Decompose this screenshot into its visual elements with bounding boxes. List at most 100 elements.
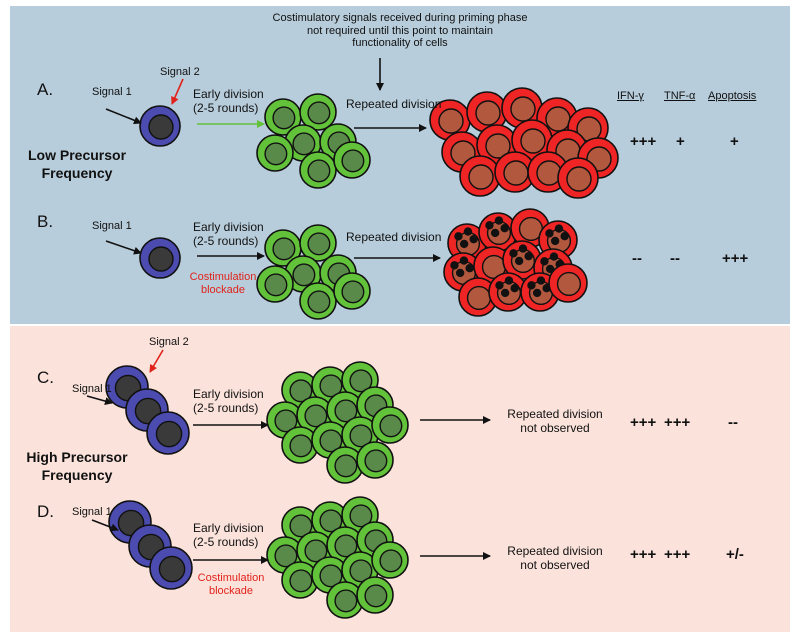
note-line-2: not required until this point to maintai… (307, 24, 493, 37)
row-b-apoptosis: +++ (722, 250, 749, 267)
precursor-cell-d (149, 546, 193, 590)
dividing-cell-b (333, 272, 371, 310)
early-division-label-d: Early division (2-5 rounds) (193, 521, 264, 550)
expanded-cell-b (458, 277, 498, 317)
dividing-cell-c (356, 441, 394, 479)
costim-line-1: Costimulation (197, 572, 265, 584)
early-division-rounds: (2-5 rounds) (193, 100, 259, 115)
not-observed-label-d: Repeated division not observed (500, 544, 610, 573)
row-letter-d: D. (37, 502, 54, 521)
row-d-apoptosis: +/- (726, 546, 744, 563)
not-observed-label-c: Repeated division not observed (500, 407, 610, 436)
expanded-cell-b (447, 223, 487, 263)
expanded-cell-b (478, 212, 518, 252)
costim-line-1: Costimulation (189, 271, 257, 283)
row-letter-c: C. (37, 368, 54, 387)
expanded-cell-a (557, 157, 599, 199)
signal2-label-a: Signal 2 (160, 66, 200, 78)
row-letter-a: A. (37, 80, 54, 99)
dividing-cell-c (371, 406, 409, 444)
header-tnf-alpha: TNF-α (664, 90, 696, 102)
signal2-arrow-a (171, 78, 184, 105)
not-observed-line-2: not observed (520, 557, 590, 572)
early-division-rounds: (2-5 rounds) (193, 534, 259, 549)
dividing-cell-b (256, 265, 294, 303)
row-c-apoptosis: -- (728, 414, 738, 431)
row-a-apoptosis: + (730, 133, 739, 150)
signal1-arrow-a (105, 108, 142, 125)
dividing-cell-a (256, 134, 294, 172)
expanded-cell-a (466, 91, 508, 133)
expanded-cell-a (494, 151, 536, 193)
early-division-rounds: (2-5 rounds) (193, 400, 259, 415)
not-observed-line-2: not observed (520, 420, 590, 435)
row-b-ifn: -- (632, 250, 642, 267)
high-freq-line-1: High Precursor (26, 449, 128, 465)
row-a-ifn: +++ (630, 133, 657, 150)
low-frequency-panel (10, 6, 790, 324)
not-observed-line-1: Repeated division (507, 407, 603, 421)
early-division-rounds: (2-5 rounds) (193, 233, 259, 248)
low-precursor-frequency-label: Low Precursor Frequency (18, 146, 136, 182)
high-precursor-frequency-label: High Precursor Frequency (18, 448, 136, 484)
signal1-arrow-d (91, 519, 119, 532)
dividing-cell-c (326, 446, 364, 484)
high-freq-line-2: Frequency (41, 467, 113, 483)
early-division-text: Early division (193, 87, 264, 101)
expanded-cell-b (488, 272, 528, 312)
dividing-cell-b (299, 224, 337, 262)
expanded-cell-a (459, 155, 501, 197)
early-division-text: Early division (193, 387, 264, 401)
dividing-cell-d (356, 576, 394, 614)
signal1-arrow-c (86, 395, 113, 405)
signal1-label-a: Signal 1 (92, 86, 132, 98)
costimulation-blockade-label-b: Costimulation blockade (188, 271, 258, 296)
early-division-label-b: Early division (2-5 rounds) (193, 220, 264, 249)
dividing-cell-d (281, 561, 319, 599)
header-ifn-gamma: IFN-γ (617, 90, 644, 102)
dividing-cell-a (299, 151, 337, 189)
precursor-cell-c (146, 411, 190, 455)
expanded-cell-b (548, 263, 588, 303)
header-apoptosis: Apoptosis (708, 90, 757, 102)
signal2-arrow-c (149, 349, 164, 373)
early-division-text: Early division (193, 220, 264, 234)
row-d-tnf: +++ (664, 546, 691, 563)
row-letter-b: B. (37, 212, 54, 231)
expanded-cell-a (501, 87, 543, 129)
dividing-cell-d (326, 581, 364, 619)
early-division-label-a: Early division (2-5 rounds) (193, 87, 264, 116)
row-c-ifn: +++ (630, 414, 657, 431)
costimulation-note: Costimulatory signals received during pr… (255, 12, 545, 50)
signal1-label-c: Signal 1 (72, 383, 112, 395)
row-b-tnf: -- (670, 250, 680, 267)
dividing-cell-c (296, 396, 334, 434)
early-division-text: Early division (193, 521, 264, 535)
signal2-label-c: Signal 2 (149, 336, 189, 348)
repeated-division-label-b: Repeated division (346, 230, 442, 244)
dividing-cell-d (371, 541, 409, 579)
precursor-cell-b (139, 237, 181, 279)
dividing-cell-b (299, 282, 337, 320)
costim-line-2: blockade (208, 584, 254, 597)
row-d-ifn: +++ (630, 546, 657, 563)
signal1-arrow-b (105, 240, 142, 255)
costimulation-blockade-label-d: Costimulation blockade (196, 572, 266, 597)
low-freq-line-1: Low Precursor (27, 147, 127, 163)
note-line-1: Costimulatory signals received during pr… (272, 12, 528, 24)
costim-line-2: blockade (200, 283, 246, 296)
repeated-division-label-a: Repeated division (346, 97, 442, 111)
dividing-cell-a (333, 141, 371, 179)
not-observed-line-1: Repeated division (507, 544, 603, 558)
signal1-label-b: Signal 1 (92, 220, 132, 232)
early-division-label-c: Early division (2-5 rounds) (193, 387, 264, 416)
precursor-cell-a (139, 105, 181, 147)
signal1-label-d: Signal 1 (72, 506, 112, 518)
row-a-tnf: + (676, 133, 685, 150)
row-c-tnf: +++ (664, 414, 691, 431)
dividing-cell-a (299, 93, 337, 131)
low-freq-line-2: Frequency (41, 165, 113, 181)
note-line-3: functionality of cells (352, 37, 448, 50)
